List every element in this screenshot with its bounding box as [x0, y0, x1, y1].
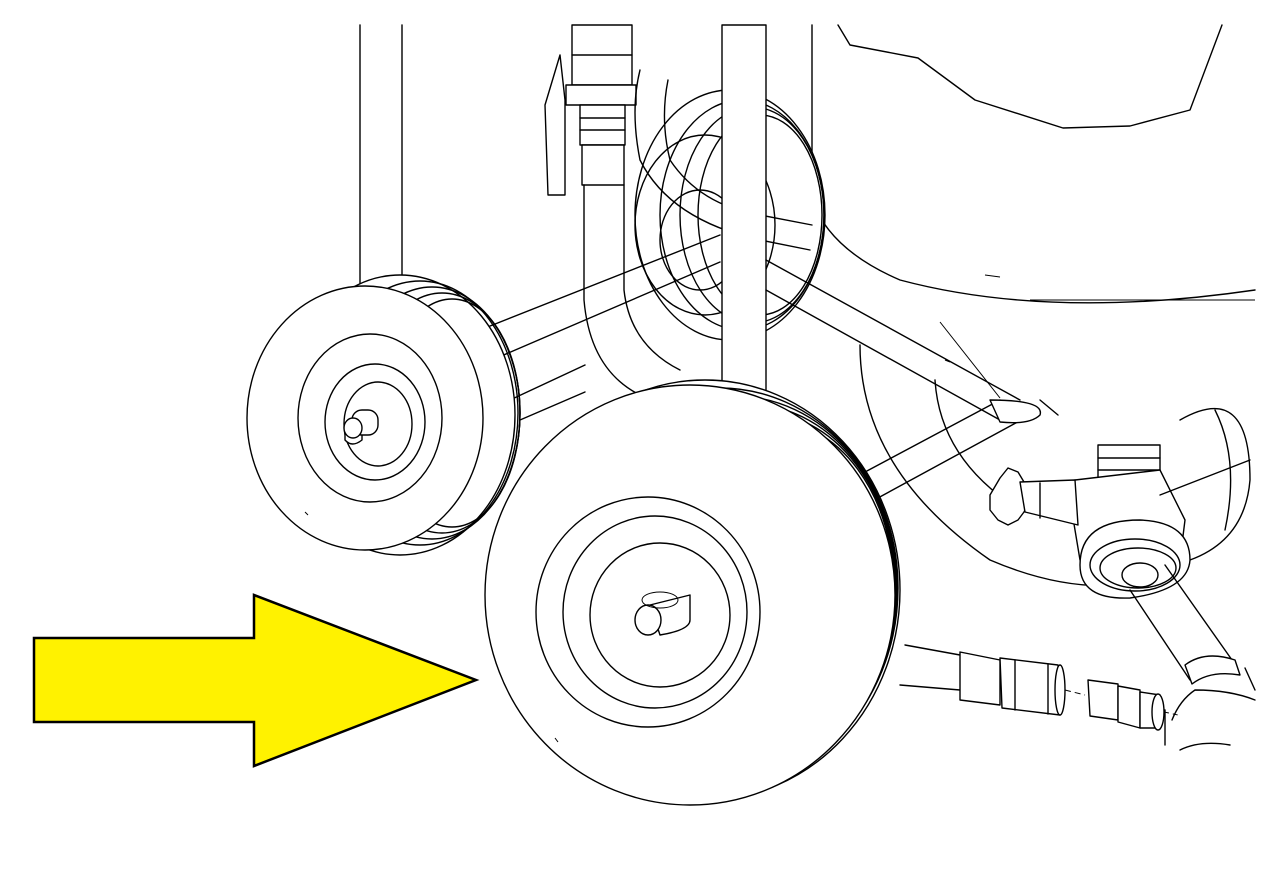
tank-body [811, 24, 1256, 399]
left-wheel-axle-cap [343, 409, 379, 445]
front-wheel [484, 379, 901, 806]
drain-valve-assembly [1069, 444, 1251, 599]
left-wheel [246, 274, 521, 556]
outlet-valve-and-hose [544, 24, 681, 396]
callout-arrow-icon [32, 593, 480, 768]
front-wheel-axle-cap [634, 591, 691, 636]
frame-tubes [479, 234, 1059, 506]
tank-bottom-dome [859, 344, 1251, 587]
inlet-hose-and-fittings [899, 644, 1179, 731]
centre-upright-tube [721, 24, 767, 396]
left-upright-tube [359, 24, 403, 286]
drain-knob [989, 467, 1079, 526]
drain-hose [1129, 564, 1256, 751]
